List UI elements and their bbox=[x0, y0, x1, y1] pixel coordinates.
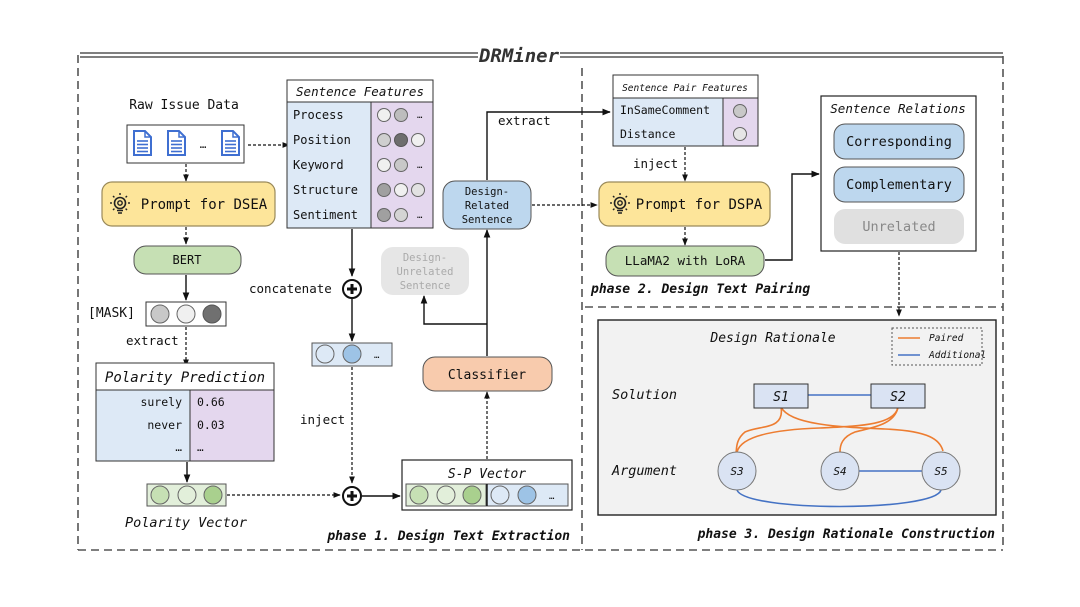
combine-plus-icon bbox=[341, 485, 363, 507]
sentence-feature-vector: … bbox=[311, 342, 393, 367]
value-cell: 0.03 bbox=[197, 418, 225, 432]
node-label: S2 bbox=[890, 390, 906, 405]
svg-text:…: … bbox=[417, 161, 423, 171]
document-icon bbox=[221, 130, 240, 156]
sp-vector-label: S-P Vector bbox=[448, 467, 526, 482]
node-label: S4 bbox=[833, 465, 846, 478]
relation-label: Corresponding bbox=[846, 134, 952, 150]
design-unrelated-line: Sentence bbox=[400, 280, 451, 292]
prompt-dsea-box: Prompt for DSEA bbox=[101, 181, 276, 227]
node-label: S5 bbox=[934, 465, 947, 478]
inject-label: inject bbox=[300, 412, 345, 427]
feature-position: Position bbox=[293, 133, 351, 147]
mask-vector bbox=[145, 301, 227, 327]
ellipsis: … bbox=[200, 138, 207, 151]
design-rationale-title: Design Rationale bbox=[709, 331, 835, 346]
inject-label: inject bbox=[633, 156, 678, 171]
classifier-label: Classifier bbox=[448, 368, 526, 383]
relation-corresponding: Corresponding bbox=[833, 123, 965, 160]
feature-keyword: Keyword bbox=[293, 158, 344, 172]
table-row: never 0.03 bbox=[147, 418, 224, 432]
node-s2: S2 bbox=[870, 383, 926, 409]
prompt-dspa-box: Prompt for DSPA bbox=[598, 181, 771, 227]
feature-insamecomment: InSameComment bbox=[620, 103, 710, 117]
word-cell: never bbox=[147, 418, 182, 432]
design-related-line: Design- bbox=[465, 186, 509, 198]
prompt-dspa-label: Prompt for DSPA bbox=[636, 197, 763, 213]
design-unrelated-line: Unrelated bbox=[397, 266, 454, 278]
feature-sentiment: Sentiment bbox=[293, 208, 358, 222]
polarity-vector bbox=[146, 483, 227, 507]
svg-text:…: … bbox=[549, 492, 555, 502]
concatenate-plus-icon bbox=[341, 278, 363, 300]
classifier-box: Classifier bbox=[422, 356, 553, 392]
node-s1: S1 bbox=[753, 383, 809, 409]
sentence-pair-features-title: Sentence Pair Features bbox=[622, 83, 748, 94]
sentence-features-title: Sentence Features bbox=[296, 84, 424, 99]
phase2-label: phase 2. Design Text Pairing bbox=[590, 282, 810, 297]
document-icon bbox=[133, 130, 152, 156]
table-row: surely 0.66 bbox=[140, 395, 224, 409]
polarity-vector-label: Polarity Vector bbox=[125, 515, 248, 531]
sentence-features-table: Sentence Features Process Position Keywo… bbox=[286, 79, 434, 229]
design-unrelated-line: Design- bbox=[403, 252, 447, 264]
document-icon bbox=[167, 130, 186, 156]
sentence-relations-title: Sentence Relations bbox=[830, 101, 965, 116]
llama-lora-label: LLaMA2 with LoRA bbox=[625, 253, 746, 268]
node-s5: S5 bbox=[921, 451, 961, 491]
legend: Paired Additional bbox=[891, 327, 986, 366]
sp-vector-box: S-P Vector … bbox=[401, 459, 573, 511]
svg-text:…: … bbox=[374, 351, 380, 361]
legend-additional: Additional bbox=[928, 350, 986, 361]
mask-label: [MASK] bbox=[88, 306, 135, 321]
solution-label: Solution bbox=[612, 387, 677, 403]
outer-frame bbox=[77, 52, 1004, 551]
relation-label: Complementary bbox=[846, 177, 952, 193]
design-unrelated-sentence-box: Design- Unrelated Sentence bbox=[381, 247, 469, 295]
table-row: … … bbox=[175, 441, 204, 454]
argument-label: Argument bbox=[611, 463, 677, 479]
design-related-line: Related bbox=[465, 200, 509, 212]
bert-box: BERT bbox=[133, 245, 242, 275]
value-cell: 0.66 bbox=[197, 395, 225, 409]
raw-issue-documents: … bbox=[126, 124, 245, 164]
node-s3: S3 bbox=[717, 451, 757, 491]
design-related-line: Sentence bbox=[462, 214, 513, 226]
svg-text:…: … bbox=[417, 211, 423, 221]
feature-structure: Structure bbox=[293, 183, 358, 197]
phase1-label: phase 1. Design Text Extraction bbox=[326, 529, 570, 544]
relation-unrelated: Unrelated bbox=[834, 209, 964, 244]
polarity-prediction-table: Polarity Prediction surely 0.66 never 0.… bbox=[95, 362, 275, 462]
svg-text:…: … bbox=[417, 111, 423, 121]
design-related-sentence-box: Design- Related Sentence bbox=[442, 180, 532, 230]
diagram-title: DRMiner bbox=[478, 45, 560, 67]
feature-process: Process bbox=[293, 108, 344, 122]
relation-complementary: Complementary bbox=[833, 166, 965, 203]
feature-distance: Distance bbox=[620, 127, 675, 141]
sentence-relations-box: Sentence Relations Corresponding Complem… bbox=[820, 95, 977, 252]
polarity-prediction-title: Polarity Prediction bbox=[105, 370, 265, 386]
legend-paired: Paired bbox=[929, 333, 964, 344]
sentence-pair-features-table: Sentence Pair Features InSameComment Dis… bbox=[612, 74, 759, 147]
word-cell: surely bbox=[140, 395, 182, 409]
raw-issue-data-label: Raw Issue Data bbox=[129, 98, 239, 113]
prompt-dsea-label: Prompt for DSEA bbox=[141, 197, 268, 213]
node-label: S1 bbox=[773, 390, 789, 405]
bert-label: BERT bbox=[173, 253, 202, 267]
word-cell: … bbox=[175, 441, 182, 454]
value-cell: … bbox=[197, 441, 204, 454]
extract-label: extract bbox=[126, 333, 179, 348]
concatenate-label: concatenate bbox=[249, 281, 332, 296]
node-label: S3 bbox=[730, 465, 743, 478]
relation-label: Unrelated bbox=[862, 219, 935, 235]
node-s4: S4 bbox=[820, 451, 860, 491]
llama-lora-box: LLaMA2 with LoRA bbox=[605, 245, 765, 277]
phase3-label: phase 3. Design Rationale Construction bbox=[697, 527, 996, 542]
design-rationale-box: Design Rationale Paired Additional Solut… bbox=[597, 319, 997, 516]
extract-label: extract bbox=[498, 113, 551, 128]
